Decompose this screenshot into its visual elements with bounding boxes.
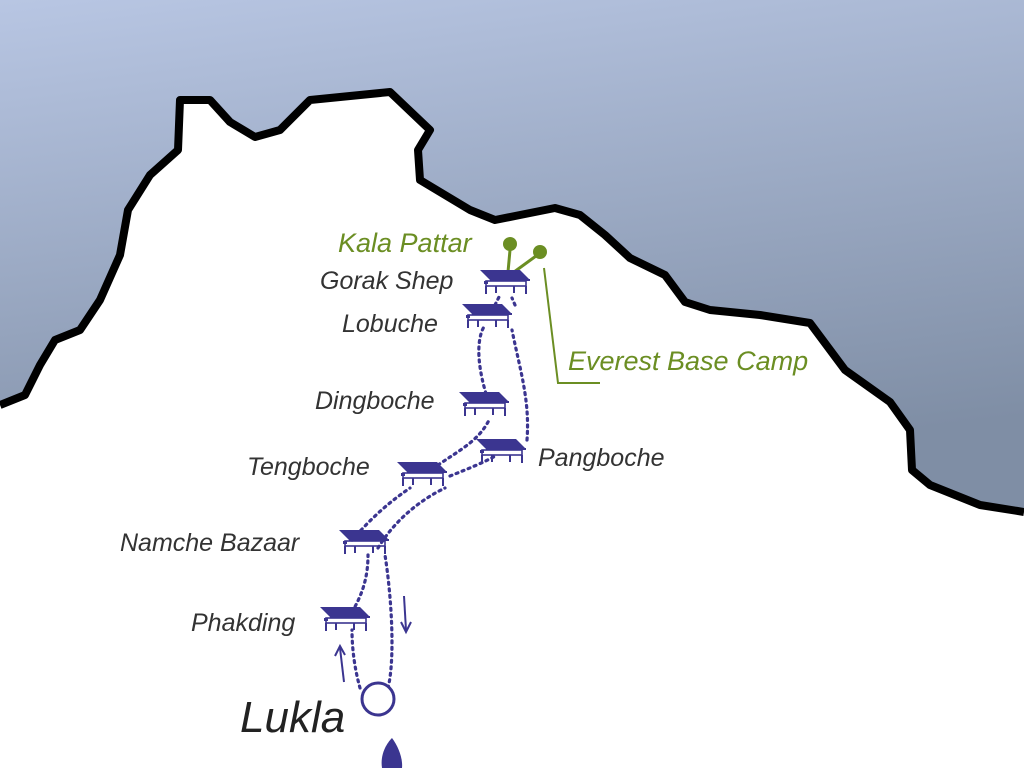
- descent-arrow-icon: [400, 595, 412, 635]
- label-namche-bazaar: Namche Bazaar: [120, 529, 301, 557]
- label-everest-base-camp: Everest Base Camp: [568, 346, 808, 376]
- summit-flag-icon: [503, 237, 547, 274]
- trek-trail: [350, 293, 530, 690]
- label-gorak-shep: Gorak Shep: [320, 267, 454, 295]
- label-tengboche: Tengboche: [247, 453, 370, 481]
- lodge-hut-icon: [479, 269, 531, 295]
- lodge-hut-icon: [458, 391, 510, 417]
- start-circle-icon: [360, 681, 396, 717]
- airplane-icon: [381, 738, 403, 768]
- lodge-hut-icon: [475, 438, 527, 464]
- label-lobuche: Lobuche: [342, 310, 438, 338]
- label-phakding: Phakding: [191, 609, 295, 637]
- label-dingboche: Dingboche: [315, 387, 435, 415]
- lodge-hut-icon: [461, 303, 513, 329]
- label-lukla: Lukla: [240, 693, 345, 742]
- mountain-ridge-line: [0, 88, 1024, 516]
- base-camp-leader-line: [543, 267, 600, 384]
- lodge-hut-icon: [396, 461, 448, 487]
- ascent-arrow-icon: [334, 643, 346, 683]
- lodge-hut-icon: [319, 606, 371, 632]
- label-pangboche: Pangboche: [538, 444, 665, 472]
- label-kala-pattar: Kala Pattar: [338, 228, 473, 258]
- mountain-sky-area: [0, 0, 1024, 512]
